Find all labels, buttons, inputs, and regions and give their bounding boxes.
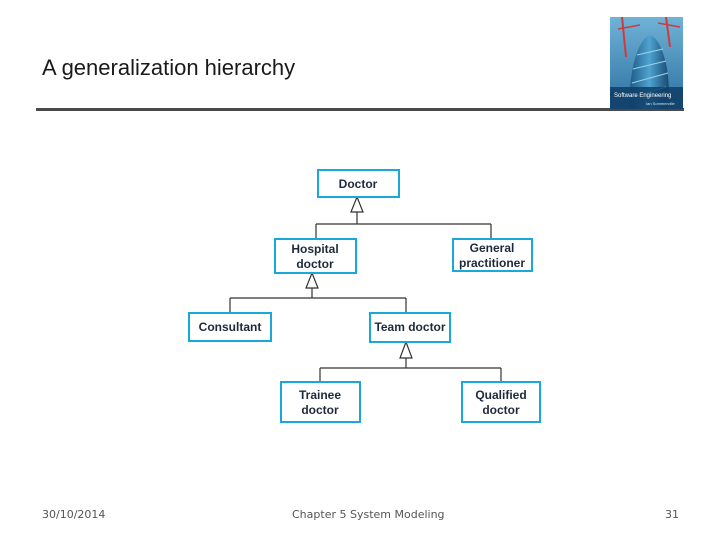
node-doctor <box>317 169 400 198</box>
node-consultant-label: Consultant <box>199 320 262 334</box>
node-general-practitioner-label-line1: General <box>470 241 515 255</box>
title-divider <box>36 108 684 111</box>
inheritance-arrow-team-doctor <box>399 340 413 359</box>
node-trainee-doctor <box>280 381 361 423</box>
page-number: 31 <box>665 508 679 521</box>
node-consultant <box>188 312 272 342</box>
node-qualified-doctor-label-line2: doctor <box>482 403 520 417</box>
book-cover-image: Software Engineering Ian Sommerville <box>610 17 683 109</box>
node-trainee-doctor-label-line1: Trainee <box>299 388 341 402</box>
node-hospital-doctor <box>274 238 357 274</box>
node-team-doctor <box>369 312 451 343</box>
page-title: A generalization hierarchy <box>42 55 296 80</box>
node-doctor-label: Doctor <box>339 177 378 191</box>
connector-lines <box>229 212 502 382</box>
node-hospital-doctor-label-line1: Hospital <box>291 242 338 256</box>
inheritance-arrow-doctor <box>350 195 364 213</box>
node-general-practitioner-label-line2: practitioner <box>459 256 525 270</box>
node-team-doctor-label: Team doctor <box>374 320 445 334</box>
footer-date: 30/10/2014 <box>42 508 106 521</box>
node-qualified-doctor-label-line1: Qualified <box>475 388 526 402</box>
book-cover-title: Software Engineering <box>614 93 671 99</box>
node-hospital-doctor-label-line2: doctor <box>296 257 334 271</box>
inheritance-arrow-hospital-doctor <box>305 271 319 289</box>
inheritance-arrows <box>305 195 413 359</box>
book-cover-subtitle: Ian Sommerville <box>646 101 675 106</box>
footer-chapter: Chapter 5 System Modeling <box>292 508 445 521</box>
node-qualified-doctor <box>461 381 541 423</box>
node-trainee-doctor-label-line2: doctor <box>301 403 339 417</box>
node-general-practitioner <box>452 238 533 272</box>
